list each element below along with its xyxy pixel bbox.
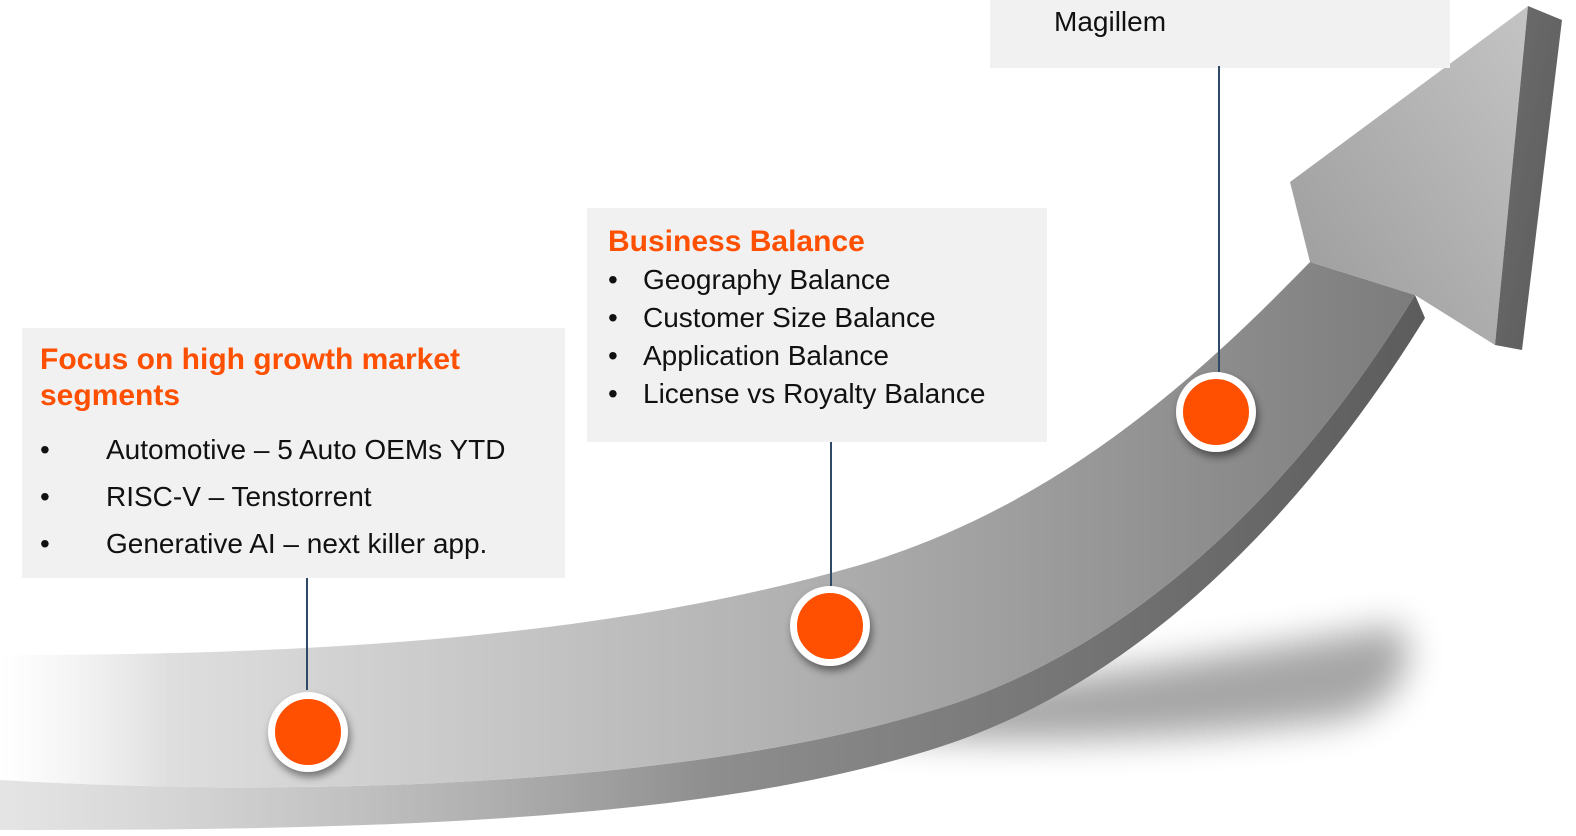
milestone-list: Magillem [1054, 4, 1450, 40]
arrow-shaft [0, 262, 1415, 788]
list-item-text: RISC-V – Tenstorrent [106, 481, 372, 512]
list-item: • License vs Royalty Balance [608, 377, 1047, 415]
bullet-icon: • [40, 434, 50, 465]
milestone-box-growth-segments: Focus on high growth market segments • A… [22, 328, 565, 578]
bullet-icon: • [608, 378, 618, 409]
bullet-icon: • [40, 481, 50, 512]
milestone-title: Business Balance [608, 225, 865, 258]
connector-line [306, 578, 308, 690]
bullet-icon: • [608, 302, 618, 333]
milestone-dot-icon [268, 692, 348, 772]
list-item: • Application Balance [608, 339, 1047, 377]
bullet-icon: • [608, 340, 618, 371]
arrow-head-side [1495, 6, 1562, 350]
list-item: • RISC-V – Tenstorrent [40, 481, 565, 528]
list-item: • Customer Size Balance [608, 301, 1047, 339]
list-item-text: License vs Royalty Balance [643, 378, 986, 409]
list-item-text: Customer Size Balance [643, 302, 936, 333]
list-item-text: Generative AI – next killer app. [106, 528, 488, 559]
list-item: Magillem [1054, 4, 1450, 40]
list-item-text: Geography Balance [643, 264, 891, 295]
arrow-head [1290, 6, 1528, 345]
milestone-title: Focus on high growth market segments [40, 343, 461, 412]
bullet-icon: • [40, 528, 50, 559]
milestone-box-top: Magillem [990, 0, 1450, 68]
milestone-list: • Automotive – 5 Auto OEMs YTD • RISC-V … [40, 434, 565, 575]
list-item: • Generative AI – next killer app. [40, 528, 565, 575]
connector-line [1218, 66, 1220, 372]
list-item: • Automotive – 5 Auto OEMs YTD [40, 434, 565, 481]
bullet-icon: • [608, 264, 618, 295]
milestone-box-business-balance: Business Balance • Geography Balance • C… [587, 208, 1047, 442]
list-item-text: Magillem [1054, 6, 1167, 37]
list-item-text: Application Balance [643, 340, 889, 371]
connector-line [830, 442, 832, 592]
list-item-text: Automotive – 5 Auto OEMs YTD [106, 434, 506, 465]
milestone-dot-icon [790, 586, 870, 666]
milestone-dot-icon [1176, 372, 1256, 452]
milestone-list: • Geography Balance • Customer Size Bala… [608, 263, 1047, 415]
list-item: • Geography Balance [608, 263, 1047, 301]
